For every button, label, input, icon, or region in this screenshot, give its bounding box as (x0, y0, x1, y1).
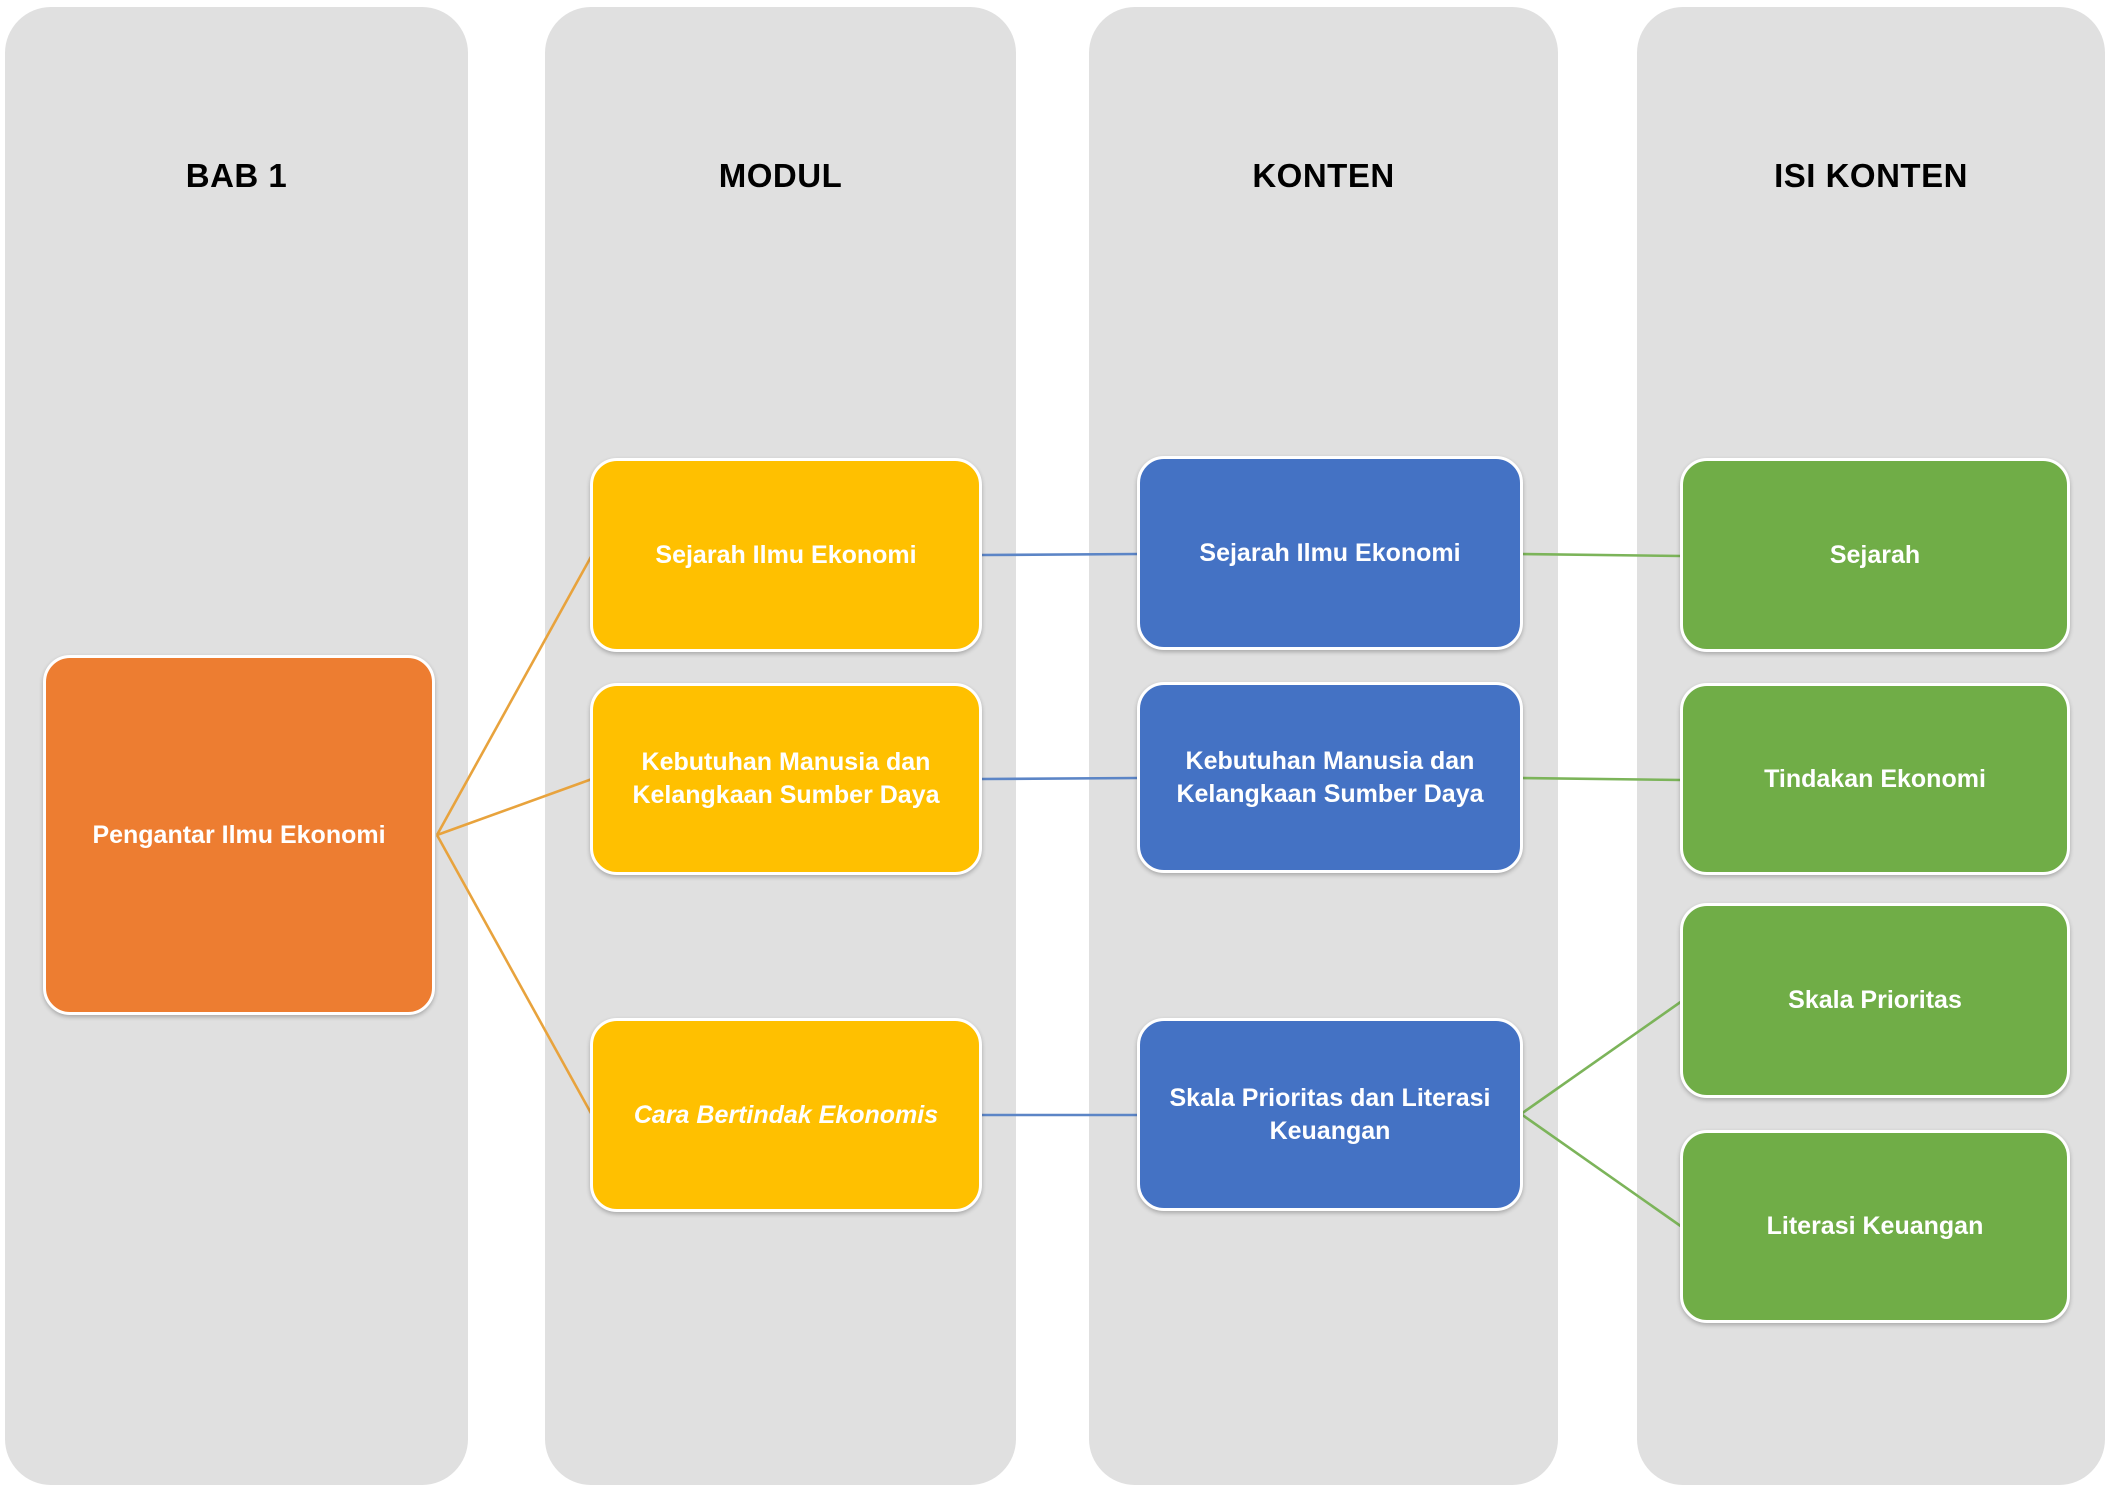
node-modul-cara-bertindak-ekonomis: Cara Bertindak Ekonomis (590, 1018, 982, 1212)
node-modul-kebutuhan-manusia: Kebutuhan Manusia dan Kelangkaan Sumber … (590, 683, 982, 875)
connector-konten1-isi1 (1520, 552, 1683, 558)
node-konten-kebutuhan-manusia: Kebutuhan Manusia dan Kelangkaan Sumber … (1137, 682, 1523, 873)
node-isi-skala-prioritas: Skala Prioritas (1680, 903, 2070, 1098)
node-konten-skala-prioritas-literasi: Skala Prioritas dan Literasi Keuangan (1137, 1018, 1523, 1211)
column-header-konten: KONTEN (1252, 157, 1395, 194)
node-isi-tindakan-ekonomi: Tindakan Ekonomi (1680, 683, 2070, 875)
node-isi-sejarah: Sejarah (1680, 458, 2070, 652)
connector-bab1-modul2 (436, 777, 593, 837)
connector-bab1-modul3 (435, 834, 594, 1116)
column-header-modul: MODUL (718, 157, 843, 194)
node-pengantar-ilmu-ekonomi: Pengantar Ilmu Ekonomi (43, 655, 435, 1015)
connector-bab1-modul1 (435, 554, 594, 836)
node-modul-sejarah-ilmu-ekonomi: Sejarah Ilmu Ekonomi (590, 458, 982, 652)
connector-konten3-isi4 (1520, 1112, 1683, 1229)
node-konten-sejarah-ilmu-ekonomi: Sejarah Ilmu Ekonomi (1137, 456, 1523, 650)
connector-konten2-isi2 (1520, 776, 1683, 782)
connector-modul1-konten1 (979, 552, 1140, 557)
connector-modul2-konten2 (979, 776, 1140, 781)
column-header-isi-konten: ISI KONTEN (1774, 157, 1968, 194)
node-isi-literasi-keuangan: Literasi Keuangan (1680, 1130, 2070, 1323)
connector-konten3-isi3 (1520, 999, 1683, 1116)
column-header-bab1: BAB 1 (185, 157, 288, 194)
